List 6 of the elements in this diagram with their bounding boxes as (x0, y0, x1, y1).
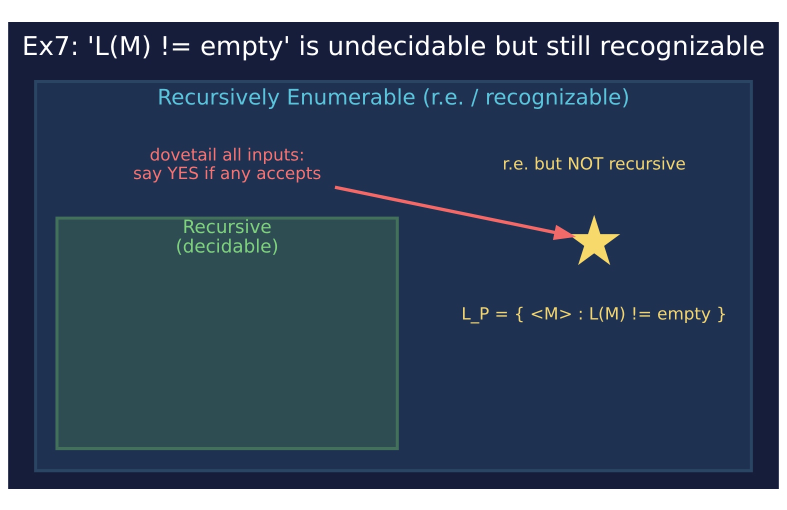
node-box: Recursive (decidable) (55, 216, 399, 450)
node-label: L_P = { <M> : L(M) != empty } (461, 302, 727, 323)
diagram-title: Ex7: 'L(M) != empty' is undecidable but still recognizable (22, 31, 765, 62)
arrow (334, 185, 576, 240)
node-label: r.e. but NOT recursive (502, 153, 686, 174)
node-text: dovetail all inputs: say YES if any accepts (133, 144, 322, 182)
